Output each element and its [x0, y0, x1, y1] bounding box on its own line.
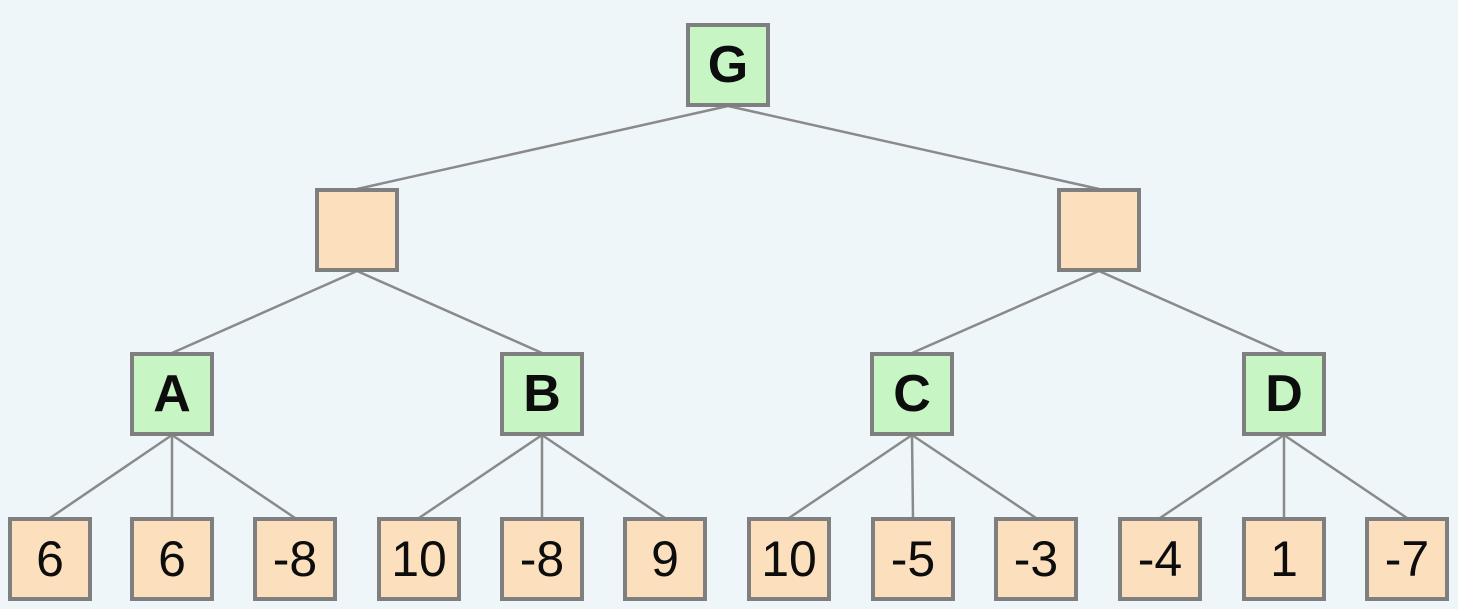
- leaf-node: -7: [1365, 517, 1449, 601]
- leaf-node: -5: [871, 517, 955, 601]
- edge: [1098, 269, 1285, 355]
- edge: [171, 269, 358, 355]
- edge: [541, 433, 666, 520]
- leaf-node: -3: [994, 517, 1078, 601]
- leaf-node: -8: [500, 517, 584, 601]
- internal-node-left: [315, 188, 399, 272]
- edge: [788, 433, 913, 520]
- edge: [911, 269, 1100, 355]
- edge: [1159, 433, 1285, 520]
- edge: [171, 433, 296, 520]
- leaf-node: -8: [253, 517, 337, 601]
- edge: [356, 104, 729, 191]
- edge: [727, 104, 1100, 191]
- edge: [910, 434, 915, 519]
- edge: [1283, 433, 1408, 520]
- tree-node-D: D: [1242, 352, 1326, 436]
- leaf-node: 1: [1242, 517, 1326, 601]
- leaf-node: 10: [747, 517, 831, 601]
- edge: [418, 433, 543, 520]
- leaf-node: 6: [8, 517, 92, 601]
- tree-node-C: C: [870, 352, 954, 436]
- edge: [49, 433, 173, 520]
- tree-node-B: B: [500, 352, 584, 436]
- edge: [356, 269, 543, 355]
- root-node-G: G: [686, 23, 770, 107]
- edge: [911, 433, 1037, 520]
- internal-node-right: [1057, 188, 1141, 272]
- leaf-node: 6: [130, 517, 214, 601]
- tree-node-A: A: [130, 352, 214, 436]
- leaf-node: 10: [377, 517, 461, 601]
- leaf-node: 9: [623, 517, 707, 601]
- leaf-node: -4: [1118, 517, 1202, 601]
